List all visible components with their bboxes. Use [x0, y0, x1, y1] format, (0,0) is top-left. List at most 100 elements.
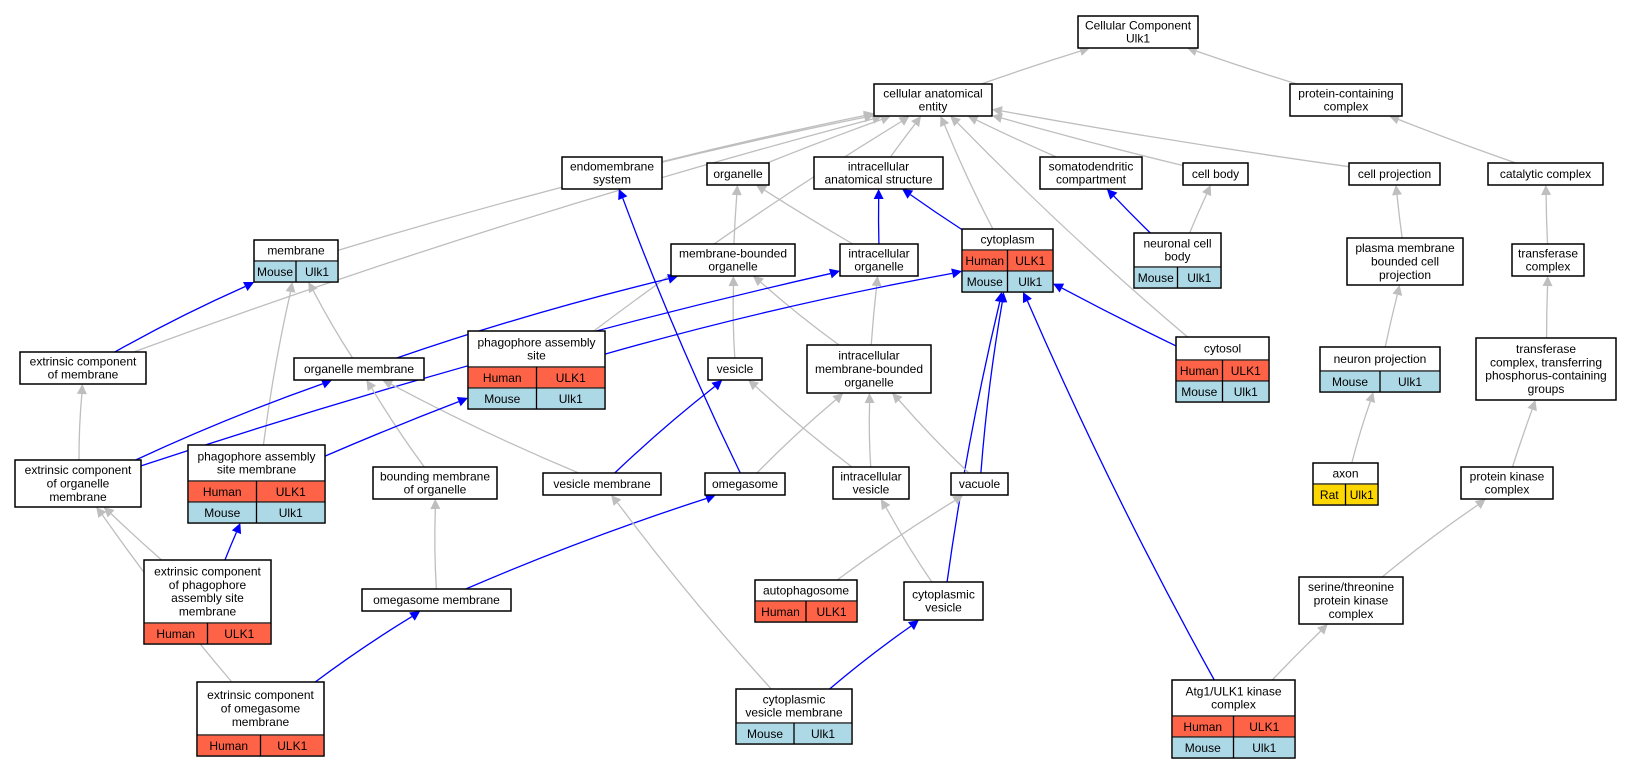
gene-cell: Ulk1 [811, 727, 835, 741]
arrowhead [1053, 283, 1065, 293]
gene-cell: ULK1 [224, 627, 254, 641]
edge-intves-to-imbo [864, 393, 875, 468]
edge-bmo-to-orgmem [366, 380, 425, 468]
arrowhead [366, 380, 377, 392]
arrowhead [76, 384, 87, 395]
arrowhead [902, 189, 914, 199]
arrowhead [320, 379, 333, 389]
arrowhead [731, 185, 742, 196]
node-label: vesicle [717, 362, 754, 376]
edge-atg1-to-stpkc [1271, 624, 1328, 681]
organism-cell: Human [203, 485, 242, 499]
arrowhead [756, 185, 768, 195]
arrowhead [950, 116, 961, 127]
node-label: vesicle membrane [553, 477, 651, 491]
edge-ecm-to-cae [133, 114, 883, 353]
arrowhead [873, 189, 884, 200]
edge-somato-to-cae [967, 115, 1057, 158]
arrowhead [704, 493, 716, 504]
arrowhead [231, 523, 242, 535]
edge-autophago-to-vacuole [836, 495, 964, 581]
arrowhead [951, 268, 962, 279]
arrowhead [1106, 189, 1118, 200]
edge-cvm-to-cytoves [829, 620, 919, 690]
edge-pkc-to-tcphos [1511, 400, 1537, 468]
edge-vesicle-to-mbo [728, 276, 739, 359]
node-catalytic: catalytic complex [1487, 162, 1604, 186]
arrowhead [832, 393, 844, 404]
edge-cytoplasm-to-ias [902, 189, 963, 231]
node-vacuole: vacuole [950, 472, 1009, 496]
edge-omegasome-to-endo [618, 189, 741, 474]
edge-omegasome-to-imbo [756, 393, 844, 474]
arrowhead [1474, 499, 1486, 510]
arrowhead [1078, 46, 1090, 56]
arrowhead [456, 397, 468, 407]
node-cellproj: cell projection [1348, 162, 1441, 186]
edge-ecpasm-to-ecom [103, 507, 163, 561]
organism-cell: Mouse [204, 506, 240, 520]
arrowhead [1365, 392, 1376, 404]
node-label: cytosol [1204, 342, 1241, 356]
edge-ecomem-to-omem [314, 611, 421, 683]
edge-pasm-to-pas [324, 397, 468, 457]
organism-cell: Mouse [967, 275, 1003, 289]
organism-cell: Human [761, 605, 800, 619]
node-label: cytoplasm [980, 233, 1034, 247]
edge-cytosol-to-cae [950, 116, 1189, 338]
edge-atg1-to-cytoplasm [1022, 292, 1215, 681]
node-label: cell body [1192, 167, 1239, 181]
gene-cell: Ulk1 [1018, 275, 1042, 289]
gene-cell: ULK1 [816, 605, 846, 619]
gene-cell: Ulk1 [559, 392, 583, 406]
edge-cellbody-to-cae [992, 113, 1184, 167]
arrowhead [1186, 46, 1198, 56]
node-label: omegasome membrane [373, 593, 500, 607]
organism-cell: Human [965, 254, 1004, 268]
arrowhead [1392, 285, 1403, 296]
organism-cell: Human [483, 371, 522, 385]
arrowhead [1542, 276, 1553, 287]
organism-cell: Mouse [1185, 741, 1221, 755]
edge-vesmem-to-vesicle [614, 380, 723, 474]
arrowhead [748, 380, 759, 391]
edge-pas-to-cae [593, 116, 910, 332]
arrowhead [382, 379, 394, 389]
arrowhead [1527, 400, 1537, 412]
organism-cell: Mouse [1138, 271, 1174, 285]
edge-vacuole-to-imbo [892, 393, 970, 474]
arrowhead [992, 106, 1003, 116]
organism-cell: Human [1183, 720, 1222, 734]
gene-cell: ULK1 [276, 485, 306, 499]
arrowhead [752, 276, 764, 287]
edge-omem-to-bmo [430, 499, 441, 590]
arrowhead [243, 282, 255, 291]
arrowhead [728, 276, 739, 287]
arrowhead [618, 189, 628, 201]
arrowhead [879, 114, 891, 125]
edge-transcx-to-catalytic [1541, 185, 1552, 245]
edge-imbo-to-mbo [752, 276, 840, 346]
edge-pasm-to-membrane [262, 282, 296, 446]
